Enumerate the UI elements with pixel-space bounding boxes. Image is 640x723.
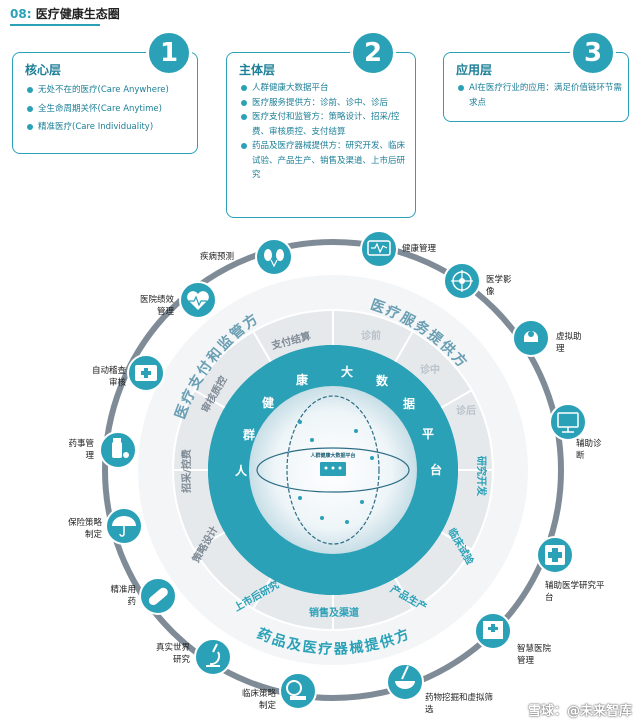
layer-number-badge: 2: [350, 30, 396, 76]
platform-char: 群: [242, 427, 255, 442]
app-label-assisted-diagnosis: 辅助诊断: [576, 439, 602, 461]
app-icons: [99, 230, 587, 710]
app-label-hospital-performance: 医院绩效管理: [139, 295, 174, 317]
virtual-assistant-icon: [512, 319, 550, 357]
core-title: 人群健康大数据平台: [309, 452, 355, 459]
hospital-building-icon: [474, 612, 512, 650]
medical-kit-icon: [127, 354, 165, 392]
umbrella-icon: [105, 507, 143, 545]
layer-bullet-list: AI在医疗行业的应用：满足价值链环节需求点: [458, 81, 622, 110]
bullet-item: 全生命周期关怀(Care Anytime): [27, 102, 169, 117]
platform-char: 大: [341, 364, 353, 379]
app-label-clinical-strategy: 临床策略制定: [241, 689, 276, 711]
app-label-disease-prediction: 疾病预测: [200, 252, 235, 262]
layer-title: 核心层: [25, 63, 62, 77]
bullet-item: 药品及医疗器械提供方：研究开发、临床试验、产品生产、销售及渠道、上市后研究: [241, 139, 407, 183]
segment-label: 诊中: [420, 363, 440, 376]
app-label-health-management: 健康管理: [402, 244, 437, 254]
app-label-virtual-assistant: 虚拟助理: [556, 332, 582, 354]
segment-label: 招采/控费: [180, 449, 193, 493]
bullet-item: 医疗服务提供方：诊前、诊中、诊后: [241, 96, 407, 111]
platform-char: 平: [422, 427, 434, 441]
app-label-drug-discovery: 药物挖掘和虚拟筛选: [425, 693, 494, 715]
bullet-item: 医疗支付和监管方：策略设计、招采/控费、审核质控、支付结算: [241, 110, 407, 139]
section-title: 医疗健康生态圈: [35, 7, 120, 21]
medical-imaging-icon: [443, 262, 481, 300]
segment-label: 诊后: [456, 404, 476, 417]
mortar-pestle-icon: [386, 663, 424, 701]
capsule-icon: [139, 577, 177, 615]
ecosystem-diagram: 医疗服务提供方 医疗支付和监管方 药品及医疗器械提供方 诊前 诊中 诊后 研究开…: [99, 230, 587, 710]
diagnosis-screen-icon: [549, 403, 587, 441]
app-label-real-world-study: 真实世界研究: [155, 643, 190, 665]
health-monitor-icon: [360, 230, 398, 268]
medicine-bottle-icon: [99, 431, 137, 469]
app-label-medical-imaging: 医学影像: [486, 275, 512, 297]
bullet-item: 精准医疗(Care Individuality): [27, 120, 169, 135]
main-layer-box: 主体层 人群健康大数据平台 医疗服务提供方：诊前、诊中、诊后 医疗支付和监管方：…: [226, 52, 416, 218]
app-label-auto-audit: 自动稽查审核: [91, 366, 126, 388]
platform-char: 健: [262, 395, 275, 410]
app-label-smart-hospital: 智慧医院管理: [517, 644, 552, 666]
outer-ring: [102, 239, 564, 701]
ct-scanner-icon: [279, 672, 317, 710]
microscope-icon: [194, 638, 232, 676]
segment-label: 销售及渠道: [309, 606, 359, 619]
watermark: 雪球：@未来智库: [527, 704, 632, 719]
core-illustration: 人群健康大数据平台: [256, 395, 410, 545]
app-label-pharmacy-management: 药事管理: [68, 439, 94, 461]
heartbeat-icon: [179, 281, 217, 319]
segment-label: 研究开发: [475, 456, 488, 497]
layer-number-badge: 3: [570, 30, 616, 76]
platform-char: 台: [430, 462, 442, 477]
header-underline: [10, 24, 100, 26]
layer-bullet-list: 人群健康大数据平台 医疗服务提供方：诊前、诊中、诊后 医疗支付和监管方：策略设计…: [241, 81, 407, 183]
platform-char: 人: [235, 463, 248, 478]
bullet-item: 无处不在的医疗(Care Anywhere): [27, 83, 169, 98]
bullet-item: 人群健康大数据平台: [241, 81, 407, 96]
platform-char: 数: [376, 373, 389, 388]
layer-title: 主体层: [239, 63, 276, 77]
segment-label: 诊前: [361, 329, 381, 342]
section-header: 08: 医疗健康生态圈: [10, 5, 120, 22]
layer-number-badge: 1: [146, 30, 192, 76]
layer-title: 应用层: [456, 63, 493, 77]
bullet-item: AI在医疗行业的应用：满足价值链环节需求点: [458, 81, 622, 110]
platform-char: 据: [403, 396, 415, 411]
app-label-research-platform: 辅助医学研究平台: [545, 581, 605, 603]
layer-bullet-list: 无处不在的医疗(Care Anywhere) 全生命周期关怀(Care Anyt…: [27, 83, 169, 135]
kidney-icon: [255, 238, 293, 276]
app-label-insurance-strategy: 保险策略制定: [67, 518, 102, 540]
app-label-precision-medication: 精准用药: [110, 585, 136, 607]
research-cross-icon: [536, 536, 574, 574]
section-number: 08:: [10, 7, 32, 21]
platform-char: 康: [296, 372, 309, 387]
